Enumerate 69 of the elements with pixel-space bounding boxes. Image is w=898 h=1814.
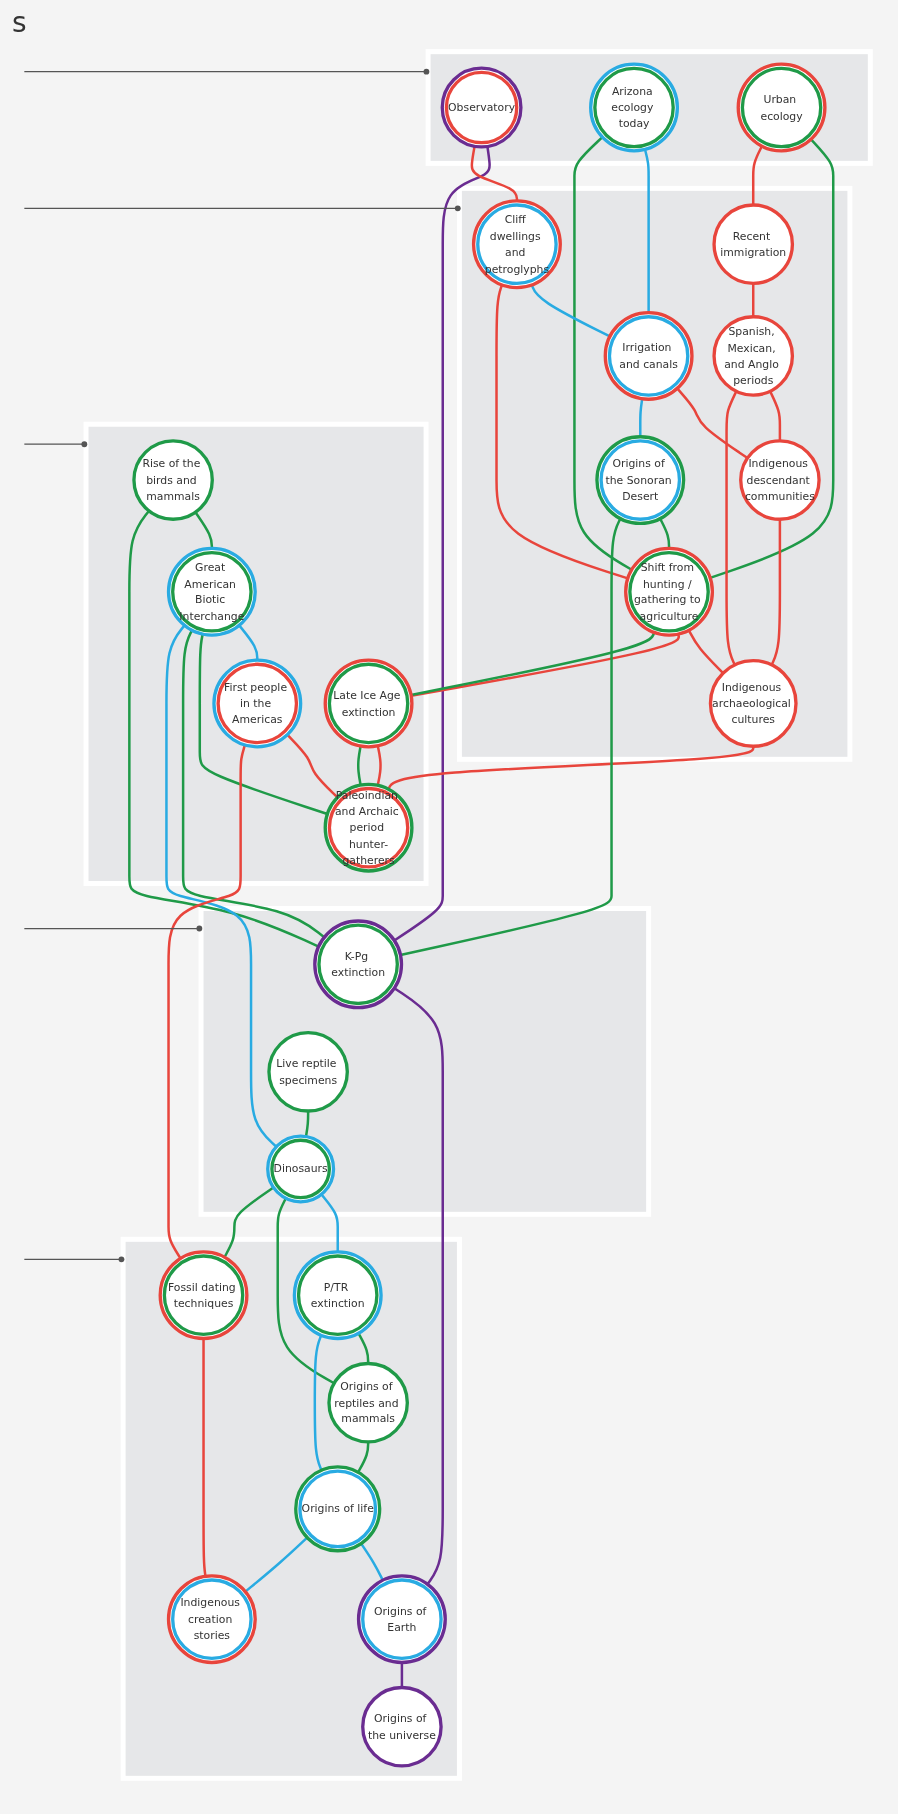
connector — [223, 1186, 275, 1258]
connector — [659, 518, 671, 549]
connector — [276, 1197, 335, 1385]
connector — [752, 283, 755, 317]
connector — [573, 136, 633, 571]
connector — [725, 390, 738, 666]
node-circle: Origins of reptiles and mammals — [327, 1361, 409, 1444]
node-circle: Shift from hunting / gathering to agriculture — [624, 546, 715, 637]
connector — [752, 145, 764, 206]
node-circle: Origins of life — [294, 1465, 382, 1553]
connector — [167, 744, 247, 1260]
connector — [357, 745, 362, 786]
connector — [357, 1332, 370, 1364]
node-circle: Spanish, Mexican, and Anglo periods — [712, 315, 795, 397]
connector — [360, 1542, 384, 1581]
node-circle: Rise of the birds and mammals — [132, 439, 214, 521]
connector — [639, 398, 644, 437]
node-circle: Fossil dating techniques — [158, 1250, 249, 1341]
connector — [643, 149, 650, 313]
connector — [194, 511, 214, 549]
node-circle: Origins of Earth — [356, 1574, 447, 1665]
cluster — [83, 421, 429, 886]
node-circle: Urban ecology — [736, 62, 827, 153]
label-text: s — [12, 6, 28, 39]
connector — [769, 390, 782, 441]
node-circle: Irrigation and canals — [603, 310, 694, 401]
cluster — [425, 49, 873, 166]
connector — [202, 1338, 207, 1577]
connector — [244, 1536, 308, 1593]
connector — [286, 733, 339, 799]
node-circle: P/TR extinction — [292, 1250, 383, 1341]
connector — [393, 146, 491, 942]
leader-line — [23, 205, 461, 212]
leader-line — [23, 441, 88, 448]
connector — [387, 746, 755, 790]
connector — [400, 1662, 404, 1688]
cluster — [198, 906, 652, 1217]
node-circle: Indigenous creation stories — [166, 1574, 257, 1665]
connector — [676, 387, 749, 460]
leader-line — [23, 925, 203, 932]
connector — [304, 1111, 310, 1137]
leader-line — [23, 1256, 125, 1263]
leader-line — [23, 68, 430, 75]
node-circle: Origins of the Sonoran Desert — [595, 435, 686, 526]
connector — [770, 519, 782, 666]
node-circle: Indigenous descendant communities — [739, 439, 821, 521]
node-circle: Dinosaurs — [266, 1134, 336, 1204]
cluster — [456, 185, 853, 762]
connector — [198, 633, 328, 816]
connector — [376, 745, 382, 786]
node-circle: Indigenous archaeological cultures — [708, 659, 798, 748]
connector — [165, 624, 278, 1148]
connector — [238, 624, 259, 661]
node-circle: K-Pg extinction — [313, 919, 404, 1010]
node-circle: Late Ice Age extinction — [323, 658, 414, 749]
connector — [470, 146, 519, 201]
connector — [687, 629, 724, 674]
node-circle: Origins of the universe — [361, 1685, 443, 1768]
node-circle: First people in the Americas — [212, 658, 303, 749]
connector — [320, 1193, 339, 1252]
connector — [313, 1334, 323, 1471]
connector — [357, 1441, 370, 1473]
connector — [181, 629, 326, 939]
node-circle: Live reptile specimens — [267, 1031, 349, 1113]
node-circle: Recent immigration — [712, 203, 795, 286]
cluster — [120, 1236, 462, 1781]
node-circle: Observatory — [440, 66, 523, 149]
node-circle: Arizona ecology today — [589, 62, 680, 153]
connector — [393, 987, 444, 1585]
